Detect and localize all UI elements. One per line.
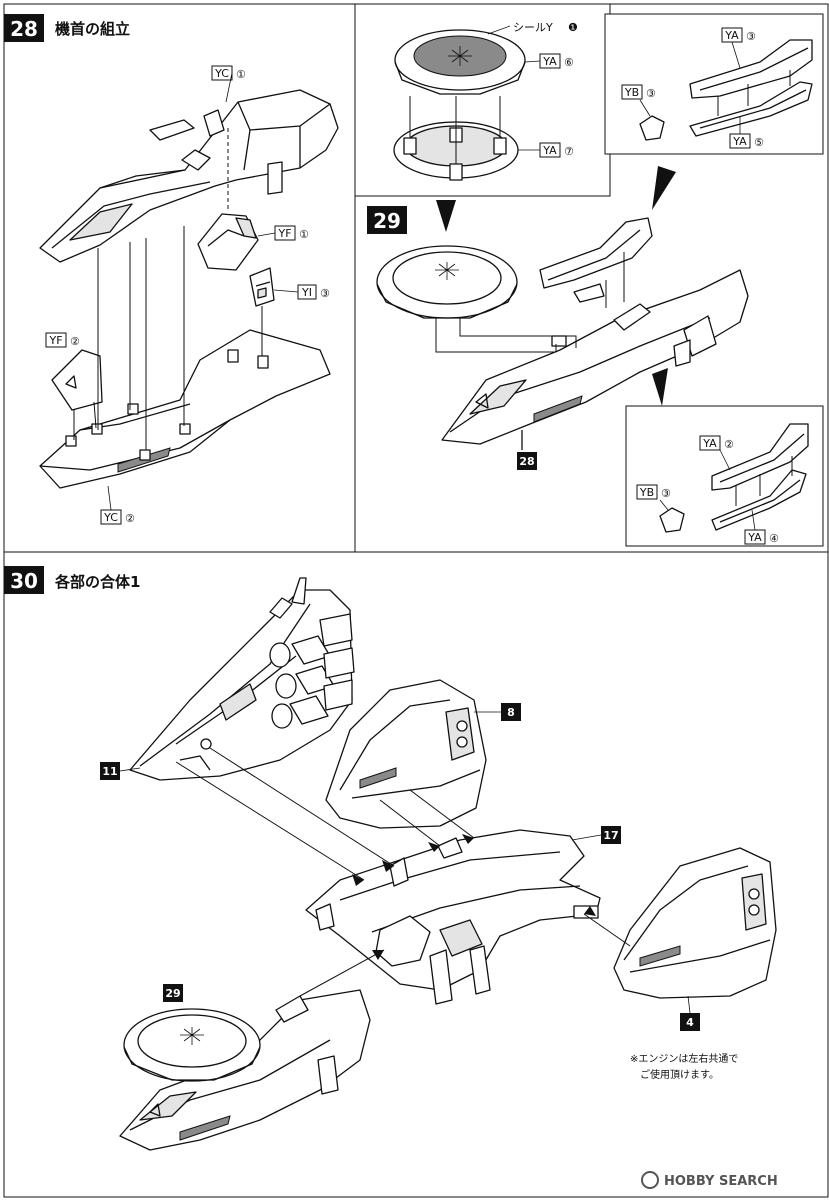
part-code-ya5: YA xyxy=(732,135,747,148)
step-30-title: 各部の合体1 xyxy=(54,573,140,591)
part-label-ya5: YA ⑤ xyxy=(729,116,764,149)
part-yf2-drawing xyxy=(51,349,103,411)
part-label-ya6: YA ⑥ xyxy=(524,53,574,69)
part-num-yi3: ③ xyxy=(320,287,330,300)
step-29-guide-lines xyxy=(435,252,625,353)
part-num-ya3: ③ xyxy=(746,30,756,43)
step-28-number: 28 xyxy=(10,17,38,41)
ref-17-label: 17 xyxy=(603,829,618,842)
part-num-yf2: ② xyxy=(70,335,80,348)
ref-badge-8 xyxy=(501,703,521,721)
part-label-seal: シールY ❶ xyxy=(487,21,578,35)
part-yi3-drawing xyxy=(249,267,275,307)
step-30-number: 30 xyxy=(10,569,38,593)
part-code-ya6: YA xyxy=(542,55,557,68)
part-label-yf1: YF ① xyxy=(257,225,309,241)
assembly-11-drawing xyxy=(129,577,355,781)
part-num-yf1: ① xyxy=(299,228,309,241)
pointer-arrow-disc xyxy=(436,200,456,232)
watermark-logo-icon xyxy=(641,1171,659,1189)
nose-29-drawing xyxy=(119,989,371,1151)
part-yc1-drawing xyxy=(39,89,339,263)
part-label-yf2: YF ② xyxy=(45,332,80,348)
ref-badge-28 xyxy=(517,452,537,470)
ref-28-label: 28 xyxy=(519,455,534,468)
part-label-ya3: YA ③ xyxy=(721,27,756,69)
part-code-ya4: YA xyxy=(747,531,762,544)
note-line-2: ご使用頂けます。 xyxy=(640,1068,719,1081)
arm-lower-guide-lines xyxy=(735,456,793,506)
part-num-ya6: ⑥ xyxy=(564,56,574,69)
part-num-ya4: ④ xyxy=(769,532,779,545)
step-29-badge xyxy=(367,206,407,234)
seal-number: ❶ xyxy=(568,21,578,34)
part-code-ya2: YA xyxy=(702,437,717,450)
part-yf1-drawing xyxy=(197,213,259,271)
arm-upper-guide-lines xyxy=(717,70,791,116)
disc-assembled-drawing xyxy=(376,245,518,319)
part-label-ya2: YA ② xyxy=(699,435,734,471)
part-code-yi3: YI xyxy=(301,286,312,299)
part-label-ya4: YA ④ xyxy=(744,509,779,545)
ref-badge-29 xyxy=(163,984,183,1002)
part-code-ya3: YA xyxy=(724,29,739,42)
ref-11-label: 11 xyxy=(102,765,117,778)
disc-top-drawing xyxy=(394,29,526,95)
step-28-panel: 28 機首の組立 YC ① xyxy=(4,14,339,525)
ref-badge-11 xyxy=(100,762,120,780)
part-label-yc1: YC ① xyxy=(211,65,246,103)
part-code-yb3a: YB xyxy=(624,86,639,99)
part-num-yc1: ① xyxy=(236,68,246,81)
note-line-1: ※エンジンは左右共通で xyxy=(630,1052,738,1065)
step-30-guide-lines xyxy=(175,747,631,997)
part-num-yc2: ② xyxy=(125,512,135,525)
ref-badge-4 xyxy=(680,1013,700,1031)
ref-badge-17 xyxy=(601,826,621,844)
part-code-yb3b: YB xyxy=(639,486,654,499)
part-code-yc2: YC xyxy=(103,511,118,524)
part-label-yb3a: YB ③ xyxy=(621,84,656,117)
part-yc2-drawing xyxy=(39,329,331,489)
part-num-ya2: ② xyxy=(724,438,734,451)
ref-4-label: 4 xyxy=(686,1016,694,1029)
part-code-yf2: YF xyxy=(48,334,62,347)
part-num-yb3b: ③ xyxy=(661,487,671,500)
watermark-text: HOBBY SEARCH xyxy=(664,1174,778,1189)
step-29-panel: シールY ❶ YA ⑥ YA ⑦ xyxy=(354,3,824,547)
step-28-badge xyxy=(4,14,44,42)
engine-8-drawing xyxy=(325,679,487,829)
part-code-yf1: YF xyxy=(277,227,291,240)
engine-4-drawing xyxy=(613,847,777,999)
arm-lower-drawing xyxy=(659,423,809,533)
disc-guide-lines xyxy=(409,96,501,164)
seal-label: シールY xyxy=(513,21,553,34)
part-label-yc2: YC ② xyxy=(100,485,135,525)
part-code-yc1: YC xyxy=(214,67,229,80)
part-num-ya5: ⑤ xyxy=(754,136,764,149)
step-30-panel: 30 各部の合体1 11 xyxy=(4,566,777,1151)
pointer-arrow-upper-arm xyxy=(652,166,676,210)
nose-arm-drawing xyxy=(539,217,653,303)
part-label-yb3b: YB ③ xyxy=(636,484,671,511)
part-num-yb3a: ③ xyxy=(646,87,656,100)
ref-29-label: 29 xyxy=(165,987,180,1000)
part-label-ya7: YA ⑦ xyxy=(518,142,574,158)
arm-upper-drawing xyxy=(639,39,813,141)
watermark: HOBBY SEARCH xyxy=(641,1171,778,1189)
nose-assembly-drawing xyxy=(441,269,749,450)
part-num-ya7: ⑦ xyxy=(564,145,574,158)
part-code-ya7: YA xyxy=(542,144,557,157)
step-28-title: 機首の組立 xyxy=(55,20,130,38)
part-label-yi3: YI ③ xyxy=(273,284,330,300)
pointer-arrow-lower-arm xyxy=(652,368,668,406)
step-30-badge xyxy=(4,566,44,594)
step-28-guide-lines xyxy=(73,128,263,450)
ref-8-label: 8 xyxy=(507,706,515,719)
step-29-number: 29 xyxy=(373,209,401,233)
